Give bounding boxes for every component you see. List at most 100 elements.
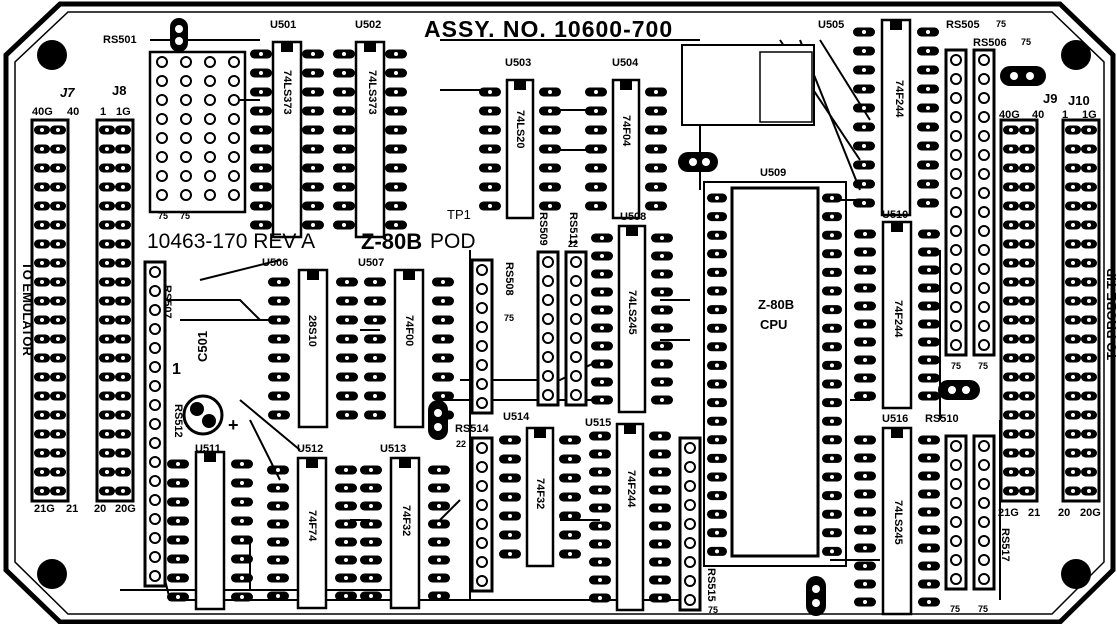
chip-ref-u508: U508 [620, 211, 647, 223]
pad-hole [1025, 223, 1029, 227]
pad-hole [342, 147, 346, 151]
pad-hole [105, 432, 109, 436]
pad-hole [259, 185, 263, 189]
pad-hole [105, 166, 109, 170]
pad [978, 497, 990, 509]
pad-hole [121, 432, 125, 436]
chip-part-u516: 74LS245 [892, 500, 904, 545]
pad [570, 370, 582, 382]
pad-hole [176, 576, 180, 580]
pad-hole [259, 166, 263, 170]
pad [950, 497, 962, 509]
pad [542, 370, 554, 382]
pad [570, 294, 582, 306]
pad [570, 275, 582, 287]
pad [684, 461, 696, 473]
resistor-value: 75 [1021, 37, 1032, 47]
pad-hole [121, 223, 125, 227]
chip-part-u509: Z-80B [758, 297, 795, 312]
pad-hole [927, 510, 931, 514]
pad-hole [56, 128, 60, 132]
pad-hole [863, 268, 867, 272]
pad [684, 480, 696, 492]
pad [950, 92, 962, 104]
pad-hole [276, 540, 280, 544]
pad [978, 535, 990, 547]
pin-label: 21G [998, 507, 1019, 519]
pad-hole [830, 289, 834, 293]
chip-body [297, 268, 329, 429]
pad-hole [1009, 413, 1013, 417]
pad-hole [345, 280, 349, 284]
pad-hole [926, 201, 930, 205]
pad-hole [926, 144, 930, 148]
pad [204, 75, 216, 87]
pad-hole [56, 318, 60, 322]
pad-hole [437, 468, 441, 472]
pad-hole [600, 236, 604, 240]
chip-part-u506: 28S10 [306, 315, 318, 347]
pad-hole [276, 594, 280, 598]
chip-part-u511: 74F38 [205, 520, 217, 552]
pad [950, 320, 962, 332]
chip-ref-u503: U503 [505, 57, 532, 69]
pad-hole [863, 304, 867, 308]
pad-hole [654, 128, 658, 132]
pad-hole [1025, 261, 1029, 265]
chip-notch [891, 222, 903, 232]
pad [542, 294, 554, 306]
pin-label: 21 [66, 503, 79, 515]
pad-hole [715, 214, 719, 219]
pad-hole [345, 318, 349, 322]
pad-hole [1087, 185, 1091, 189]
pad-hole [437, 504, 441, 508]
pad-hole [594, 166, 598, 170]
pad-hole [121, 166, 125, 170]
pad-hole [394, 147, 398, 151]
pad-hole [240, 500, 244, 504]
pad [149, 570, 161, 582]
chip-part-u508: 74LS245 [626, 290, 638, 335]
pad-hole [715, 307, 719, 312]
pad [149, 475, 161, 487]
pad-hole [1025, 166, 1029, 170]
pad-hole [373, 280, 377, 284]
pad [180, 94, 192, 106]
pad [476, 499, 488, 511]
pad-hole [594, 147, 598, 151]
pad-hole [56, 166, 60, 170]
pad [978, 54, 990, 66]
pad-hole [1071, 432, 1075, 436]
pad-hole [1087, 261, 1091, 265]
pad-hole [548, 109, 552, 113]
pad [950, 282, 962, 294]
pad [570, 313, 582, 325]
pad-hole [1025, 394, 1029, 398]
pad [204, 113, 216, 125]
pad-hole [598, 470, 602, 474]
pad-hole [344, 540, 348, 544]
resistor-pack [536, 250, 560, 407]
pad-hole [1025, 356, 1029, 360]
pad-hole [56, 451, 60, 455]
pad-hole [56, 280, 60, 284]
pad [149, 532, 161, 544]
pad-hole [863, 232, 867, 236]
pad [476, 378, 488, 390]
capacitors-ceramic [170, 18, 1046, 616]
resistor-value: 75 [996, 19, 1007, 29]
pad-hole [1087, 147, 1091, 151]
pad [950, 168, 962, 180]
pad-hole [926, 106, 930, 110]
pad-hole [1087, 451, 1091, 455]
pad-hole [508, 476, 512, 480]
pad-hole [240, 481, 244, 485]
mounting-hole [37, 40, 67, 70]
resistor-value: 75 [978, 604, 989, 614]
pad-hole [344, 522, 348, 526]
pad-hole [344, 504, 348, 508]
pad-hole [830, 233, 834, 238]
board-id: 10463-170 REV A [147, 230, 316, 253]
pad-hole [40, 280, 44, 284]
pad-hole [394, 204, 398, 208]
